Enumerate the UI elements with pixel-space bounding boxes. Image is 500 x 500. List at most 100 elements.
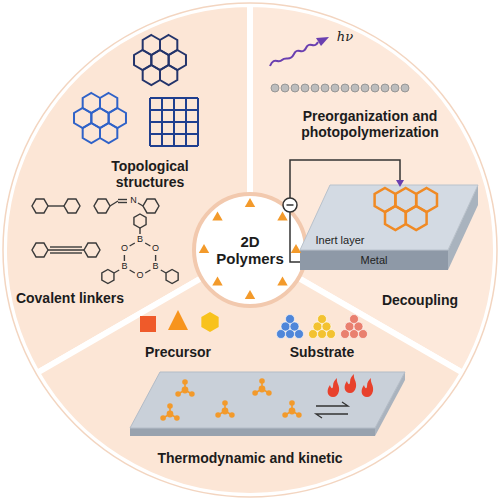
monomer-molecules [176,380,194,396]
outer-ring [3,3,497,497]
substrate-piles [341,315,368,339]
growth-surface [130,428,375,436]
square-grid [150,98,198,146]
monomer-row [401,84,409,92]
metal-slab [300,185,478,270]
hexagonal-net [143,65,160,85]
center-triangles [291,244,301,253]
boroxine-linker [166,270,178,284]
center-triangles [212,277,222,286]
light-beam [270,37,329,66]
hexagonal-net [134,35,186,85]
imine-linker [118,199,127,200]
boroxine-linker [114,270,119,273]
metal-slab [300,250,448,270]
monomer-molecules [161,379,301,420]
substrate-piles [286,315,295,324]
monomer-molecules [216,401,234,417]
biphenyl-linker [64,199,80,213]
light-beam [316,37,329,46]
boroxine-linker [124,255,125,261]
monomer-row [271,84,409,92]
center-triangles [277,212,287,221]
boroxine-linker [139,228,140,234]
light-beam [270,42,318,66]
circle-fill [194,194,306,306]
monomer-row [321,84,329,92]
boroxine-linker [130,270,135,273]
circuit-wire [283,160,404,262]
monomer-molecules [283,401,301,417]
monomer-row [381,84,389,92]
heat-flames [345,374,357,393]
inert-layer [300,185,478,250]
center-triangles [199,244,209,253]
precursor-shapes [168,310,188,330]
circuit-wire [290,160,400,262]
boroxine-linker [134,214,146,228]
biphenyl-linker [48,205,64,206]
hexagonal-net [160,65,177,85]
monomer-row [271,84,279,92]
polymer-network [406,206,427,230]
monomer-row [311,84,319,92]
sector-heading: Thermodynamic and kinetic [157,450,342,466]
alkyne-linker [50,246,82,247]
center-triangles [245,198,255,207]
monomer-row [391,84,399,92]
imine-linker [94,199,110,213]
biphenyl-linker [32,199,48,213]
sector-heading: Precursor [145,344,211,360]
alkyne-linker [32,243,100,257]
atom-label: B [153,262,159,272]
precursor-shapes [140,310,219,332]
monomer-row [361,84,369,92]
atom-label: N [130,196,137,206]
atom-label: B [137,235,143,245]
boroxine-linker [155,255,156,261]
honeycomb-net [100,123,117,143]
alkyne-linker [50,252,82,253]
equilibrium-arrows [316,402,348,406]
boroxine-linker [102,214,178,284]
monomer-row [351,84,359,92]
circuit-wire [283,198,297,212]
square-grid [150,98,198,146]
atom-label: O [121,244,128,254]
monomer-row [371,84,379,92]
alkyne-linker [48,249,84,250]
growth-surface [130,372,405,436]
monomer-row [341,84,349,92]
substrate-piles [277,315,304,339]
precursor-shapes [140,316,156,332]
polymer-network [385,206,406,230]
boroxine-linker [161,270,166,273]
boroxine-linker [145,243,150,246]
inert-layer [300,185,478,250]
imine-linker [94,199,159,213]
substrate-piles [318,315,327,324]
equilibrium-arrows [316,402,348,418]
boroxine-linker [145,270,150,273]
monomer-molecules [253,379,271,395]
imine-linker [143,199,159,213]
monomer-row [291,84,299,92]
monomer-row [301,84,309,92]
center-triangles [199,198,301,299]
alkyne-linker [32,243,48,257]
precursor-shapes [201,312,218,332]
equilibrium-arrows [316,414,348,418]
circuit-wire [396,180,404,187]
polymer-network [375,188,437,230]
atom-label: B [121,262,127,272]
boroxine-linker [130,243,135,246]
imine-linker [110,201,118,206]
sector-heading: Decoupling [382,292,458,308]
heat-flames [362,378,374,397]
boroxine-linker [102,270,114,284]
alkyne-linker [84,243,100,257]
heat-flames [328,374,374,397]
center-triangles [245,290,255,299]
heat-flames [328,378,340,397]
imine-linker [138,203,143,206]
